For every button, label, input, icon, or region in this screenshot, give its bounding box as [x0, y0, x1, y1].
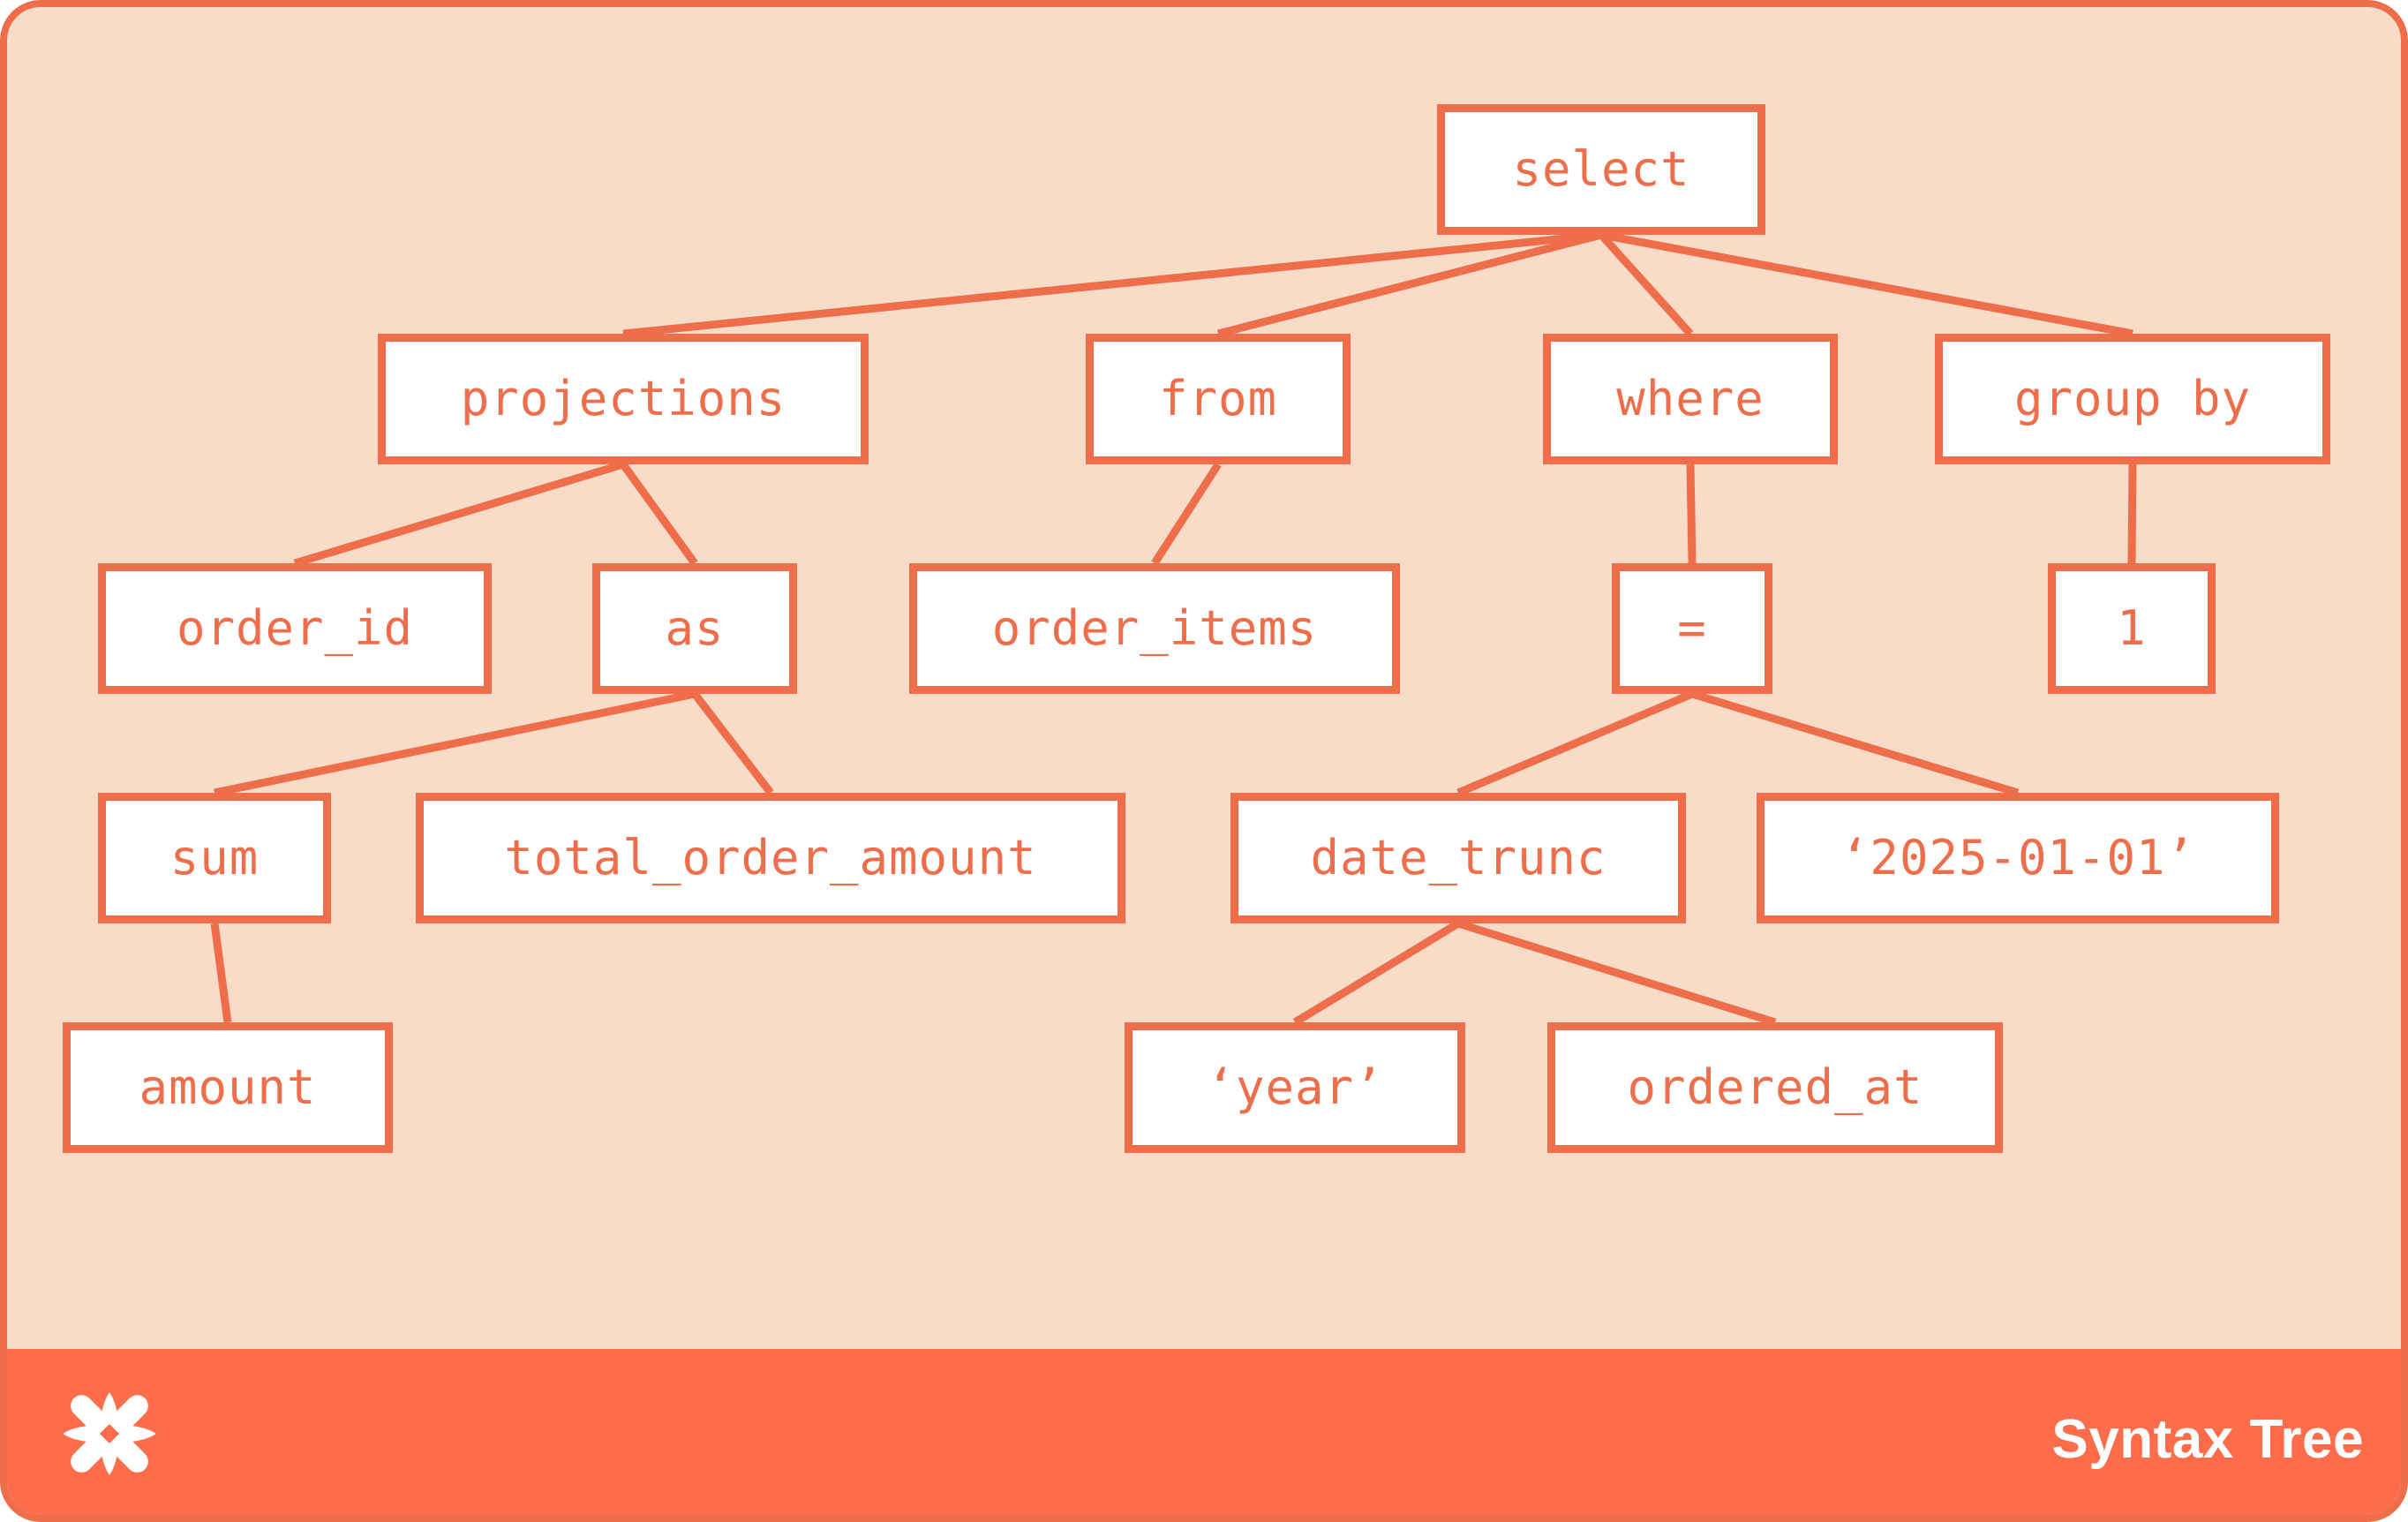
tree-node-order-items[interactable]: order_items: [909, 563, 1400, 694]
footer-title: Syntax Tree: [2051, 1408, 2364, 1470]
tree-node-label: where: [1616, 371, 1765, 426]
tree-node-label: ‘2025-01-01’: [1840, 830, 2196, 885]
tree-node-label: projections: [460, 371, 786, 426]
tree-node-sum[interactable]: sum: [98, 793, 331, 923]
tree-node-label: order_id: [176, 600, 414, 656]
tree-edge-projections-to-order-id: [293, 460, 625, 568]
tree-edge-group-by-to-one: [2127, 463, 2137, 564]
tree-edge-as-to-sum: [214, 689, 696, 797]
tree-edge-select-to-where: [1598, 231, 1694, 337]
tree-node-label: from: [1158, 371, 1278, 426]
tree-node-from[interactable]: from: [1086, 334, 1351, 464]
tree-edge-select-to-projections: [622, 230, 1602, 338]
tree-node-date-trunc[interactable]: date_trunc: [1230, 793, 1686, 923]
tree-edge-equals-to-date-literal: [1690, 689, 2020, 797]
tree-node-label: order_items: [991, 600, 1318, 656]
tree-node-label: amount: [139, 1059, 317, 1115]
tree-node-equals[interactable]: =: [1612, 563, 1772, 694]
syntax-tree-canvas: select projections from where group by order_…: [7, 7, 2401, 1349]
tree-node-amount[interactable]: amount: [63, 1022, 393, 1153]
tree-edge-select-to-from: [1216, 230, 1603, 338]
tree-edge-sum-to-amount: [210, 923, 232, 1023]
tree-node-where[interactable]: where: [1543, 334, 1838, 464]
tree-node-group-by[interactable]: group by: [1935, 334, 2330, 464]
tree-node-label: select: [1512, 141, 1690, 197]
tree-node-total-order-amount[interactable]: total_order_amount: [416, 793, 1125, 923]
tree-node-label: ‘year’: [1206, 1059, 1384, 1115]
four-pointed-star-logo: [63, 1392, 156, 1475]
tree-node-label: 1: [2117, 600, 2147, 656]
tree-edge-where-to-equals: [1686, 463, 1697, 564]
tree-node-as[interactable]: as: [592, 563, 797, 694]
tree-node-label: date_trunc: [1310, 830, 1607, 885]
tree-edge-equals-to-date-trunc: [1456, 689, 1694, 797]
tree-node-order-id[interactable]: order_id: [98, 563, 492, 694]
tree-node-label: =: [1677, 600, 1707, 656]
tree-edge-projections-to-as: [620, 462, 698, 566]
tree-node-one[interactable]: 1: [2048, 563, 2216, 694]
tree-edge-select-to-group-by: [1600, 230, 2133, 338]
tree-edge-from-to-order-items: [1151, 462, 1222, 566]
tree-edge-date-trunc-to-ordered-at: [1456, 919, 1777, 1027]
tree-node-select[interactable]: select: [1437, 104, 1765, 235]
tree-edge-date-trunc-to-year-literal: [1292, 920, 1461, 1026]
tree-node-label: group by: [2013, 371, 2252, 426]
tree-node-label: as: [665, 600, 725, 656]
tree-edge-as-to-total-order-amount: [691, 691, 774, 795]
tree-node-label: sum: [169, 830, 260, 885]
tree-edges: [210, 230, 2137, 1027]
tree-node-projections[interactable]: projections: [378, 334, 869, 464]
tree-node-date-literal[interactable]: ‘2025-01-01’: [1757, 793, 2279, 923]
tree-node-year-literal[interactable]: ‘year’: [1125, 1022, 1465, 1153]
tree-node-label: ordered_at: [1627, 1059, 1923, 1115]
tree-node-label: total_order_amount: [504, 830, 1037, 885]
footer-bar: Syntax Tree: [7, 1349, 2401, 1515]
tree-node-ordered-at[interactable]: ordered_at: [1547, 1022, 2003, 1153]
